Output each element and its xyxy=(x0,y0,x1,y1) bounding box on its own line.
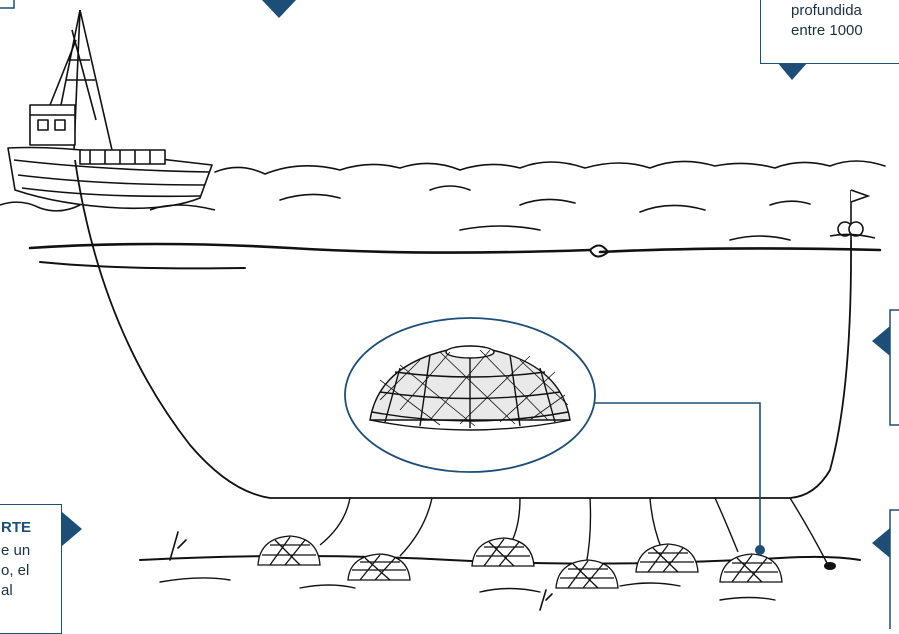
crab-trap-icon xyxy=(258,536,320,565)
pointer-down-top-center xyxy=(262,0,296,18)
callout-right-mid xyxy=(890,310,899,425)
pointer-down-top-right xyxy=(777,62,808,80)
callout-top-right: profundida entre 1000 xyxy=(760,0,899,64)
pointer-left-right-mid xyxy=(872,326,890,356)
callout-bottom-left-title: RTE xyxy=(1,519,31,536)
callout-top-right-line2: entre 1000 xyxy=(791,21,863,40)
zoom-leader-dot xyxy=(755,545,765,555)
callout-bottom-left-line2: o, el xyxy=(1,561,29,580)
pointer-left-right-bottom xyxy=(872,528,890,558)
callout-bottom-left: RTE e un o, el al xyxy=(0,504,62,634)
zoom-leader-line xyxy=(595,403,760,548)
callout-top-left-fragment xyxy=(0,0,14,8)
callout-bottom-left-line1: e un xyxy=(1,541,30,560)
crab-trap-icon xyxy=(472,538,534,566)
callout-right-bottom xyxy=(890,510,899,629)
callout-top-right-line1: profundida xyxy=(791,1,862,20)
anchor-weight xyxy=(824,562,836,570)
callout-bottom-left-line3: al xyxy=(1,581,13,600)
flag-buoy-icon xyxy=(830,190,875,240)
crab-trap-icon xyxy=(636,544,698,572)
fishing-boat-icon xyxy=(0,10,215,211)
pointer-right-bottom-left xyxy=(62,512,82,546)
